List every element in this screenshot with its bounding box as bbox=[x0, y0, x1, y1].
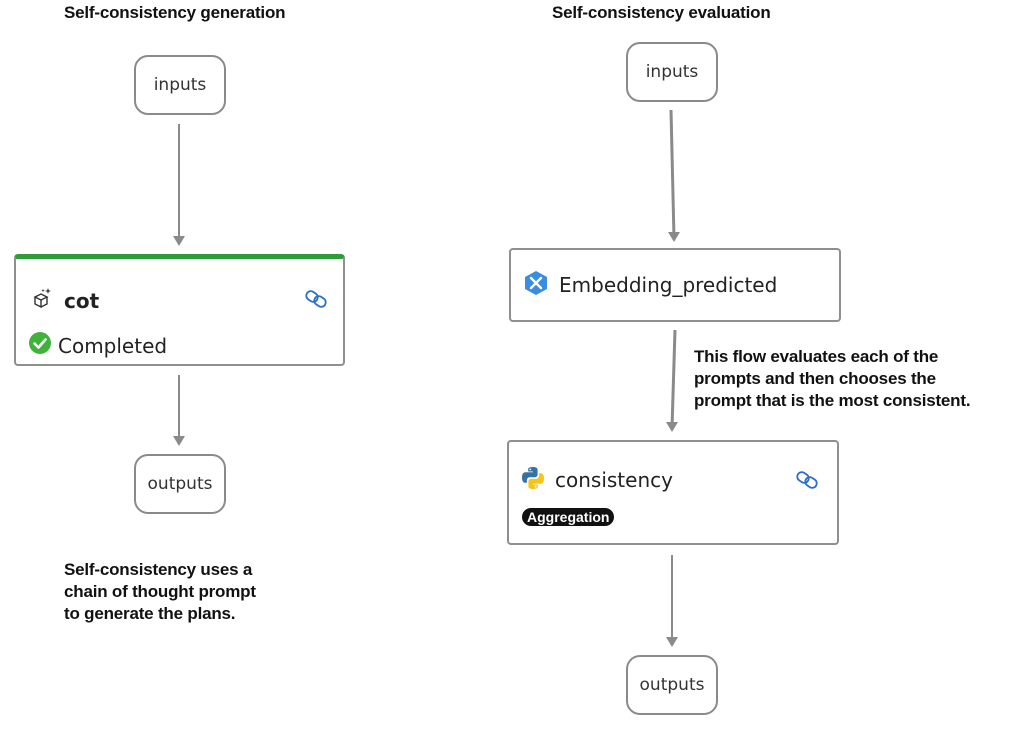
edge-right-consistency-to-outputs bbox=[666, 555, 678, 647]
right-diagram-title: Self-consistency evaluation bbox=[552, 3, 771, 22]
right-outputs-node[interactable]: outputs bbox=[626, 655, 718, 715]
edge-right-embedding-to-consistency bbox=[666, 329, 678, 432]
link-icon[interactable] bbox=[304, 289, 328, 313]
aggregation-badge: Aggregation bbox=[522, 508, 615, 526]
cot-node[interactable]: cot Completed bbox=[14, 254, 345, 366]
consistency-node[interactable]: consistency Aggregation bbox=[507, 440, 839, 545]
cot-node-name: cot bbox=[64, 289, 100, 313]
embedding-node-name: Embedding_predicted bbox=[559, 273, 778, 297]
embedding-predicted-node[interactable]: Embedding_predicted bbox=[509, 248, 841, 322]
cot-status-label: Completed bbox=[58, 333, 168, 358]
left-diagram-title: Self-consistency generation bbox=[64, 3, 286, 22]
tool-icon bbox=[523, 270, 549, 300]
left-annotation: Self-consistency uses a chain of thought… bbox=[64, 560, 256, 623]
edge-left-cot-to-outputs bbox=[173, 375, 185, 446]
llm-prompt-icon bbox=[30, 287, 54, 315]
right-inputs-label: inputs bbox=[645, 62, 699, 82]
right-annotation: This flow evaluates each of the prompts … bbox=[694, 347, 971, 410]
cot-status: Completed bbox=[28, 331, 167, 360]
left-inputs-node[interactable]: inputs bbox=[134, 55, 226, 115]
left-inputs-label: inputs bbox=[153, 75, 207, 95]
link-icon[interactable] bbox=[795, 470, 819, 494]
check-circle-icon bbox=[28, 331, 52, 360]
right-inputs-node[interactable]: inputs bbox=[626, 42, 718, 102]
left-outputs-label: outputs bbox=[147, 474, 213, 494]
left-outputs-node[interactable]: outputs bbox=[134, 454, 226, 514]
edge-right-inputs-to-embedding bbox=[668, 109, 680, 242]
edge-left-inputs-to-cot bbox=[173, 124, 185, 246]
python-icon bbox=[521, 466, 545, 494]
consistency-node-name: consistency bbox=[555, 468, 673, 492]
right-outputs-label: outputs bbox=[639, 675, 705, 695]
